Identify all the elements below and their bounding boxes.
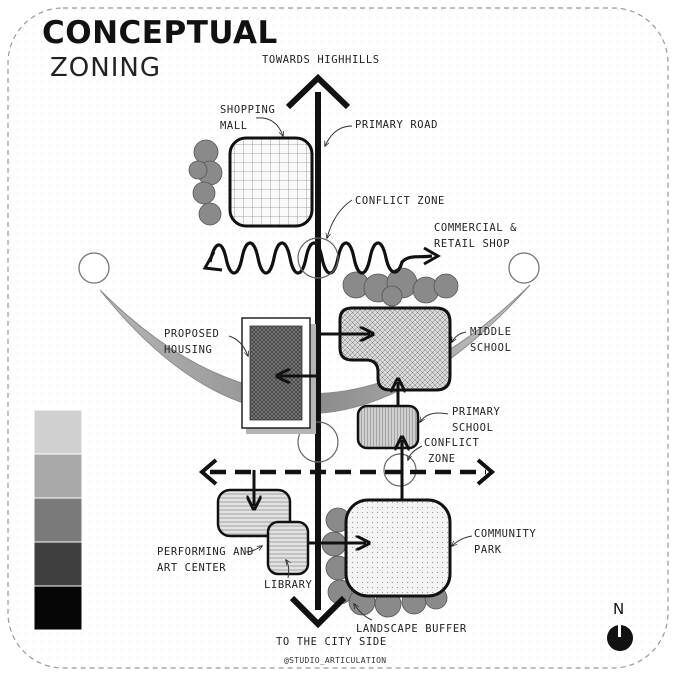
board-frame (7, 7, 669, 669)
label-primary-road: PRIMARY ROAD (355, 119, 438, 131)
legend-shade-2 (33, 453, 83, 499)
crescent-arc (99, 284, 531, 415)
label-middle-line1: MIDDLE (470, 326, 512, 338)
north-label: N (613, 600, 624, 618)
label-performing-line2: ART CENTER (157, 562, 226, 574)
label-conflict-low-line1: CONFLICT (424, 437, 479, 449)
arc-end-circle-left (78, 252, 110, 284)
label-towards-highhills: TOWARDS HIGHHILLS (262, 54, 380, 66)
road-arrowhead-top (285, 73, 351, 110)
label-commercial-line2: RETAIL SHOP (434, 238, 510, 250)
label-community-line1: COMMUNITY (474, 528, 536, 540)
legend-shade-4 (33, 541, 83, 587)
label-conflict-low-line2: ZONE (428, 453, 456, 465)
shopping-mall-block (228, 136, 314, 228)
tree-cluster-commercial (342, 267, 459, 307)
label-landscape-buffer: LANDSCAPE BUFFER (356, 623, 467, 635)
proposed-housing-fill (249, 325, 303, 421)
shade-legend (33, 409, 83, 631)
label-library: LIBRARY (264, 579, 313, 591)
label-community-line2: PARK (474, 544, 502, 556)
community-park-block (344, 498, 452, 598)
dashed-road-arrowhead-right (476, 458, 496, 486)
label-conflict-zone-top: CONFLICT ZONE (355, 195, 445, 207)
commercial-zigzag (208, 241, 433, 275)
road-arrowhead-bottom (289, 595, 347, 629)
label-proposed-line1: PROPOSED (164, 328, 219, 340)
primary-school-block (356, 404, 420, 450)
library-block (266, 520, 310, 576)
arc-end-circle-right (508, 252, 540, 284)
conflict-zone-circle-mid (297, 421, 339, 463)
label-middle-line2: SCHOOL (470, 342, 512, 354)
label-shopping-line2: MALL (220, 120, 248, 132)
north-arrow-icon (607, 625, 633, 651)
label-to-city-side: TO THE CITY SIDE (276, 636, 387, 648)
label-commercial-line1: COMMERCIAL & (434, 222, 517, 234)
conflict-zone-circle-top (297, 237, 339, 279)
credit-text: @STUDIO_ARTICULATION (284, 656, 386, 665)
dashed-road-arrowhead-left (198, 458, 218, 486)
label-shopping-line1: SHOPPING (220, 104, 275, 116)
tree-cluster-mall (188, 139, 223, 226)
label-primary-school-line1: PRIMARY (452, 406, 501, 418)
subtitle: ZONING (50, 53, 161, 83)
label-primary-school-line2: SCHOOL (452, 422, 494, 434)
legend-shade-3 (33, 497, 83, 543)
label-performing-line1: PERFORMING AND (157, 546, 254, 558)
zigzag-arrowhead-left (202, 251, 223, 272)
legend-shade-1 (33, 409, 83, 455)
zigzag-arrowhead-right (423, 246, 442, 266)
legend-shade-5 (33, 585, 83, 631)
north-arrow-notch (618, 624, 621, 637)
leader-lines (228, 117, 473, 621)
label-proposed-line2: HOUSING (164, 344, 212, 356)
title: CONCEPTUAL (42, 15, 278, 51)
